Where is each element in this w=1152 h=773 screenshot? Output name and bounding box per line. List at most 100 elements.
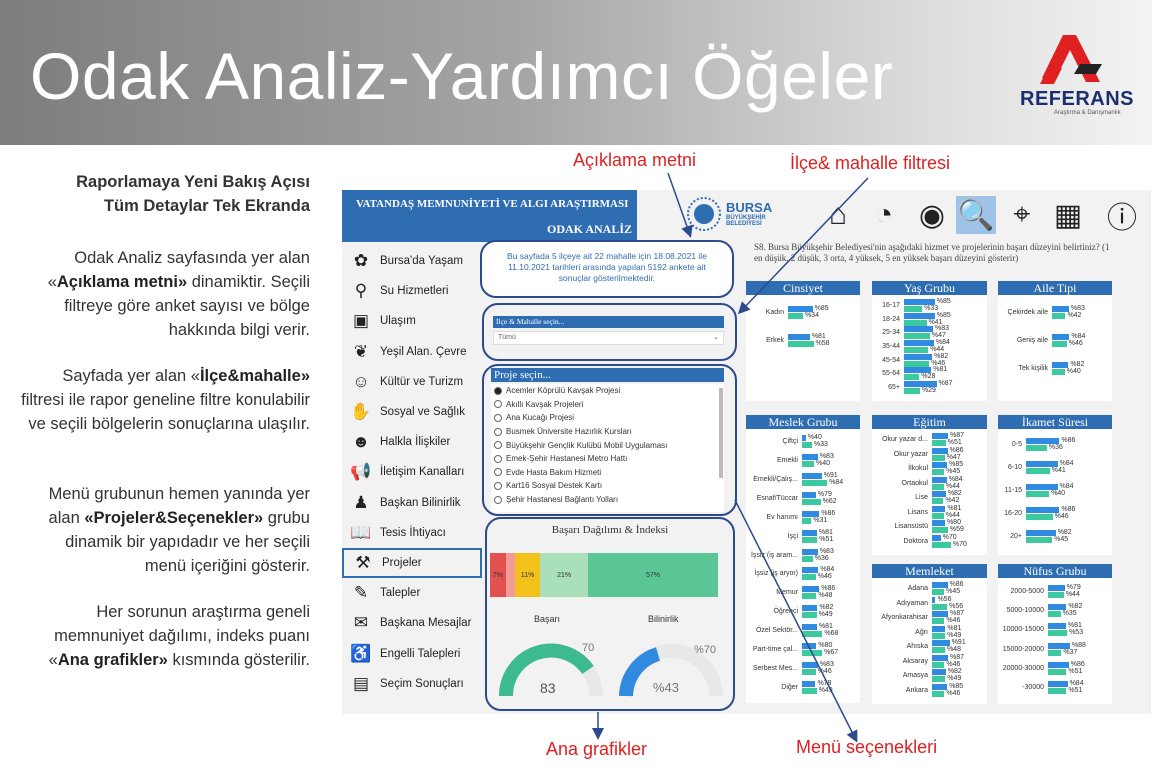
map-pin-icon[interactable]: ⌖ xyxy=(1013,198,1031,231)
data-label: %40 xyxy=(816,460,831,468)
title-banner: Odak Analiz-Yardımcı Öğeler REFERANS Ara… xyxy=(0,0,1152,145)
info-icon[interactable]: ⓘ xyxy=(1107,202,1137,235)
project-option[interactable]: Şehir Hastanesi Bağlantı Yolları xyxy=(491,493,724,507)
data-label: %47 xyxy=(946,453,961,461)
category-label: Lise xyxy=(915,494,928,502)
bus-icon: ▣ xyxy=(352,311,370,331)
menu-item-5[interactable]: ✋Sosyal ve Sağlık xyxy=(342,397,484,427)
menu-item-6[interactable]: ☻Halkla İlişkiler xyxy=(342,427,484,457)
project-option[interactable]: Akıllı Kavşak Projeleri xyxy=(491,398,724,412)
data-label: %29 xyxy=(921,387,936,395)
project-option[interactable]: Büyükşehir Gençlik Kulübü Mobil Uygulama… xyxy=(491,438,724,452)
menu-item-13[interactable]: ♿Engelli Talepleri xyxy=(342,638,484,668)
data-label: %85 xyxy=(814,305,829,312)
bar xyxy=(932,462,948,469)
data-label: %70 xyxy=(952,540,967,548)
data-label: %82 xyxy=(934,352,949,360)
data-label: %49 xyxy=(947,675,962,683)
category-label: 16-20 xyxy=(1004,510,1022,518)
project-option[interactable]: Kart16 Sosyal Destek Kartı xyxy=(491,479,724,493)
data-label: %85 xyxy=(936,297,951,305)
bar xyxy=(1048,630,1068,637)
project-option[interactable]: Emek-Şehir Hastanesi Metro Hattı xyxy=(491,452,724,466)
menu-item-1[interactable]: ⚲Su Hizmetleri xyxy=(342,276,484,306)
menu-item-label: Yeşil Alan. Çevre xyxy=(380,345,467,358)
project-option[interactable]: Acemler Köprülü Kavşak Projesi xyxy=(491,384,724,398)
bar xyxy=(788,313,803,319)
distribution-segment xyxy=(505,553,516,597)
category-label: 55-64 xyxy=(882,370,900,378)
page-title: Odak Analiz-Yardımcı Öğeler xyxy=(30,39,894,113)
paragraph-projects: Menü grubunun hemen yanında yer alan «Pr… xyxy=(48,485,310,575)
bar xyxy=(802,536,818,543)
bar xyxy=(932,498,944,505)
bar xyxy=(802,661,818,668)
project-option[interactable]: Evde Hasta Bakım Hizmeti xyxy=(491,466,724,480)
dashboard-screenshot: VATANDAŞ MEMNUNİYETİ VE ALGI ARAŞTIRMASI… xyxy=(342,190,1151,714)
table-icon[interactable]: ▦ xyxy=(1053,198,1083,232)
project-option[interactable]: Ana Kucağı Projesi xyxy=(491,411,724,425)
data-label: %80 xyxy=(818,641,833,649)
data-label: %87 xyxy=(938,380,953,388)
basari-value: 83 xyxy=(540,680,556,696)
home-icon[interactable]: ⌂ xyxy=(828,198,848,231)
category-label: Kadın xyxy=(765,309,784,316)
menu-item-10[interactable]: ⚒Projeler xyxy=(342,547,482,579)
bar xyxy=(802,668,816,675)
category-label: 65+ xyxy=(888,384,900,392)
menu-item-label: Halkla İlişkiler xyxy=(380,436,451,449)
data-label: %40 xyxy=(807,434,822,442)
chart-panel-title: Meslek Grubu xyxy=(746,415,860,429)
category-label: 11-15 xyxy=(1004,487,1022,494)
data-label: %86 xyxy=(1070,661,1085,668)
gauge-icon[interactable]: ◔ xyxy=(874,198,894,231)
bar xyxy=(932,582,948,589)
menu-item-14[interactable]: ▤Seçim Sonuçları xyxy=(342,669,484,699)
bar xyxy=(802,454,818,461)
bar xyxy=(1026,444,1047,451)
data-label: %51 xyxy=(947,439,962,447)
data-label: %85 xyxy=(949,682,964,690)
menu-item-12[interactable]: ✉Başkana Mesajlar xyxy=(342,608,484,638)
category-label: Emekli/Çalış... xyxy=(753,476,798,484)
bar xyxy=(904,367,932,374)
menu-item-8[interactable]: ♟Başkan Bilinirlik xyxy=(342,488,484,518)
scrollbar[interactable] xyxy=(719,388,723,478)
menu-item-11[interactable]: ✎Talepler xyxy=(342,578,484,608)
bar xyxy=(802,529,817,536)
menu-item-9[interactable]: 📖Tesis İhtiyacı xyxy=(342,518,484,548)
bilinirlik-title: Bilinirlik xyxy=(648,614,679,624)
callout-menu: Menü seçenekleri xyxy=(796,737,938,757)
bar xyxy=(904,347,929,353)
menu-item-0[interactable]: ✿Bursa'da Yaşam xyxy=(342,246,484,276)
bar xyxy=(932,661,945,668)
menu-item-2[interactable]: ▣Ulaşım xyxy=(342,306,484,336)
menu-item-7[interactable]: 📢İletişim Kanalları xyxy=(342,457,484,487)
category-label: 6-10 xyxy=(1007,463,1022,471)
project-list-label: Proje seçin... xyxy=(491,368,724,382)
bar xyxy=(932,647,945,654)
bar xyxy=(1026,437,1060,444)
bar xyxy=(1048,681,1068,688)
data-label: %91 xyxy=(951,639,966,647)
menu-item-label: Projeler xyxy=(382,556,422,569)
data-label: %42 xyxy=(945,497,960,505)
menu-item-3[interactable]: ❦Yeşil Alan. Çevre xyxy=(342,337,484,367)
bar xyxy=(1048,604,1067,610)
bar xyxy=(802,461,814,468)
district-filter-select[interactable]: Tümü⌄ xyxy=(493,331,724,345)
category-label: 18-24 xyxy=(882,315,900,323)
bar xyxy=(802,435,806,442)
category-label: Ev hanımı xyxy=(766,513,798,521)
chart-panel-title: Eğitim xyxy=(872,415,987,429)
target-person-icon[interactable]: ◉ xyxy=(918,198,946,232)
project-option[interactable]: Busmek Üniversite Hazırlık Kursları xyxy=(491,425,724,439)
bar xyxy=(1052,306,1069,312)
category-label: Okur yazar d... xyxy=(882,436,928,444)
search-chart-icon[interactable]: 🔍 xyxy=(956,196,996,234)
category-label: Memur xyxy=(776,589,798,597)
menu-item-4[interactable]: ☺Kültür ve Turizm xyxy=(342,367,484,397)
